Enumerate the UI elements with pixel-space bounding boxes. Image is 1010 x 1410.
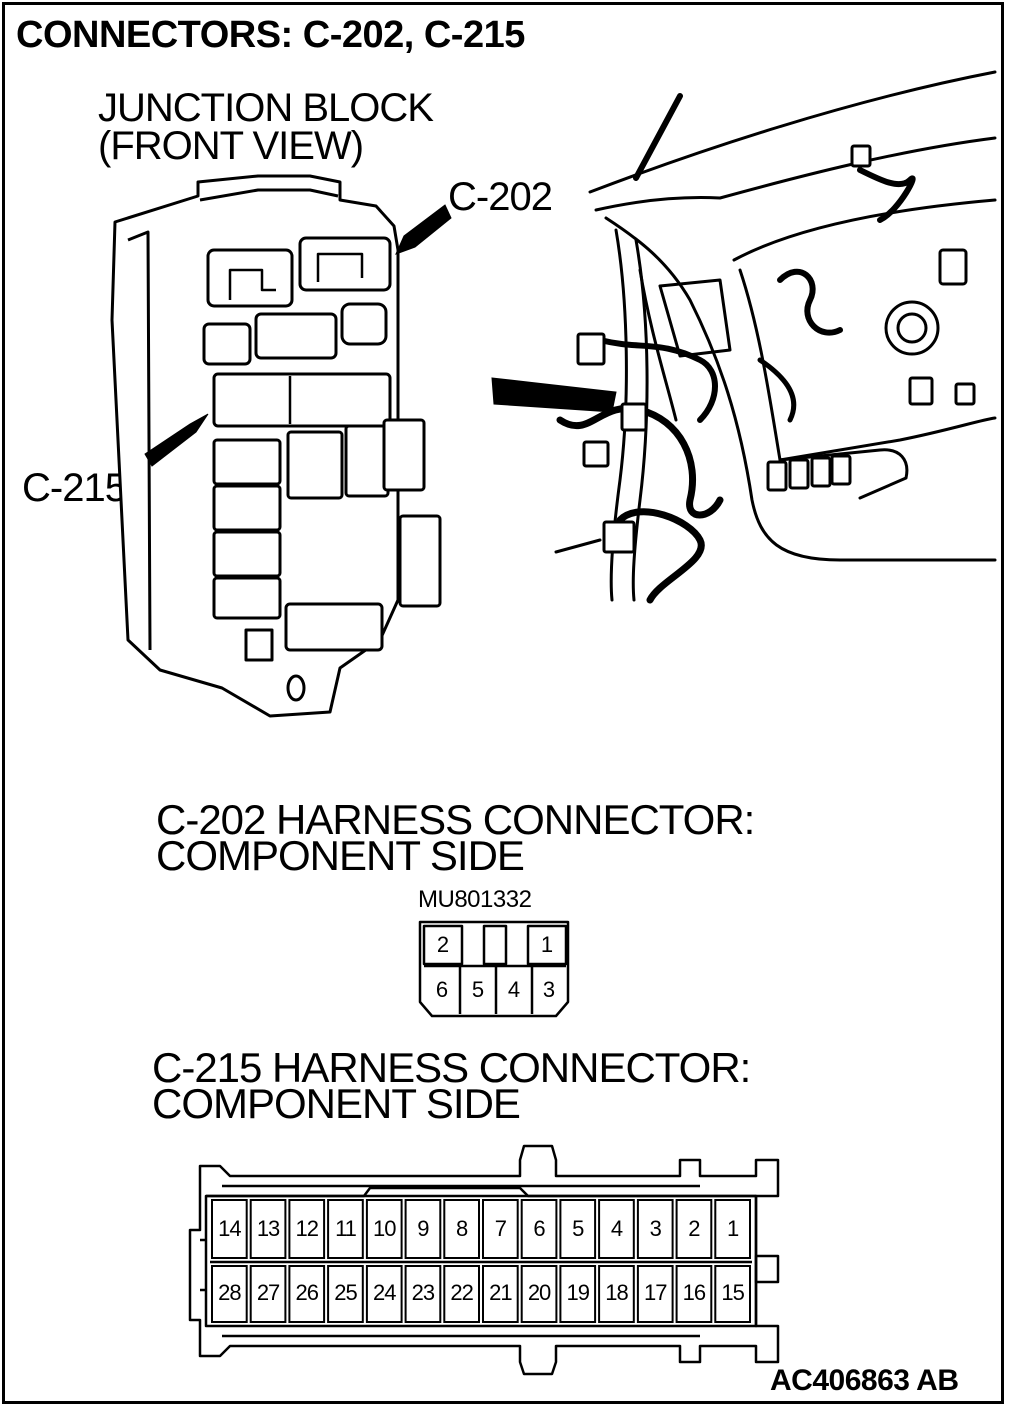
c215-socket <box>212 372 392 428</box>
c202-pin-empty <box>484 926 506 964</box>
c215-pin: 23 <box>411 1280 435 1305</box>
page-title: CONNECTORS: C-202, C-215 <box>16 14 525 56</box>
c202-arrow <box>395 204 452 255</box>
c215-pin: 17 <box>643 1280 667 1305</box>
c202-harness-subheading: COMPONENT SIDE <box>156 832 525 879</box>
c215-pin-row-top: 14 13 12 11 10 9 8 7 6 5 4 3 2 1 <box>210 1198 752 1260</box>
junction-block-illustration <box>110 70 997 718</box>
location-pointer <box>491 377 617 413</box>
c202-socket-left <box>206 248 294 308</box>
c215-pin: 3 <box>649 1216 662 1241</box>
c202-pin: 4 <box>507 977 521 1002</box>
c215-callout-label: C-215 <box>22 466 127 510</box>
c215-pin: 15 <box>721 1280 744 1305</box>
c215-pin: 11 <box>335 1216 357 1241</box>
c215-pin: 22 <box>450 1280 473 1305</box>
c215-pin: 7 <box>494 1216 507 1241</box>
c202-pin: 2 <box>436 932 450 957</box>
c202-pin: 5 <box>471 977 485 1002</box>
c215-pin: 16 <box>682 1280 706 1305</box>
junction-block-label: JUNCTION BLOCK <box>98 86 434 130</box>
c215-pin: 28 <box>218 1280 241 1305</box>
c215-pin: 4 <box>610 1216 623 1241</box>
c202-callout-label: C-202 <box>448 175 553 219</box>
c215-pin: 5 <box>572 1216 584 1241</box>
c215-pin: 25 <box>334 1280 357 1305</box>
c215-harness-heading: C-215 HARNESS CONNECTOR: <box>152 1044 751 1091</box>
c215-pin-row-bottom: 28 27 26 25 24 23 22 21 20 19 18 17 16 15 <box>210 1262 752 1324</box>
c215-pin: 27 <box>256 1280 280 1305</box>
c215-pin: 19 <box>566 1280 590 1305</box>
c202-pin: 6 <box>435 977 449 1002</box>
c215-pin: 24 <box>372 1280 396 1305</box>
c215-pin: 14 <box>218 1216 241 1241</box>
c202-pin: 3 <box>542 977 556 1002</box>
dashboard-illustration <box>554 70 997 604</box>
c202-pin: 1 <box>540 932 554 957</box>
c202-harness-heading: C-202 HARNESS CONNECTOR: <box>156 796 755 843</box>
c215-harness-subheading: COMPONENT SIDE <box>152 1080 521 1127</box>
c215-arrow <box>144 413 209 467</box>
c202-part-number: MU801332 <box>418 886 532 913</box>
c215-pin: 9 <box>417 1216 429 1241</box>
c215-pin: 10 <box>372 1216 396 1241</box>
c215-pin: 8 <box>456 1216 468 1241</box>
junction-block-view-label: (FRONT VIEW) <box>98 124 364 168</box>
c215-pin: 21 <box>489 1280 512 1305</box>
c215-pin: 26 <box>295 1280 319 1305</box>
c215-pin: 12 <box>295 1216 319 1241</box>
c215-pin: 2 <box>688 1216 700 1241</box>
c202-socket-right <box>298 236 392 292</box>
c215-pin: 18 <box>605 1280 628 1305</box>
c215-pin: 6 <box>533 1216 545 1241</box>
figure-reference: AC406863 AB <box>770 1364 959 1397</box>
c215-pin: 1 <box>727 1216 739 1241</box>
c215-pin: 20 <box>527 1280 551 1305</box>
c215-pin: 13 <box>256 1216 280 1241</box>
